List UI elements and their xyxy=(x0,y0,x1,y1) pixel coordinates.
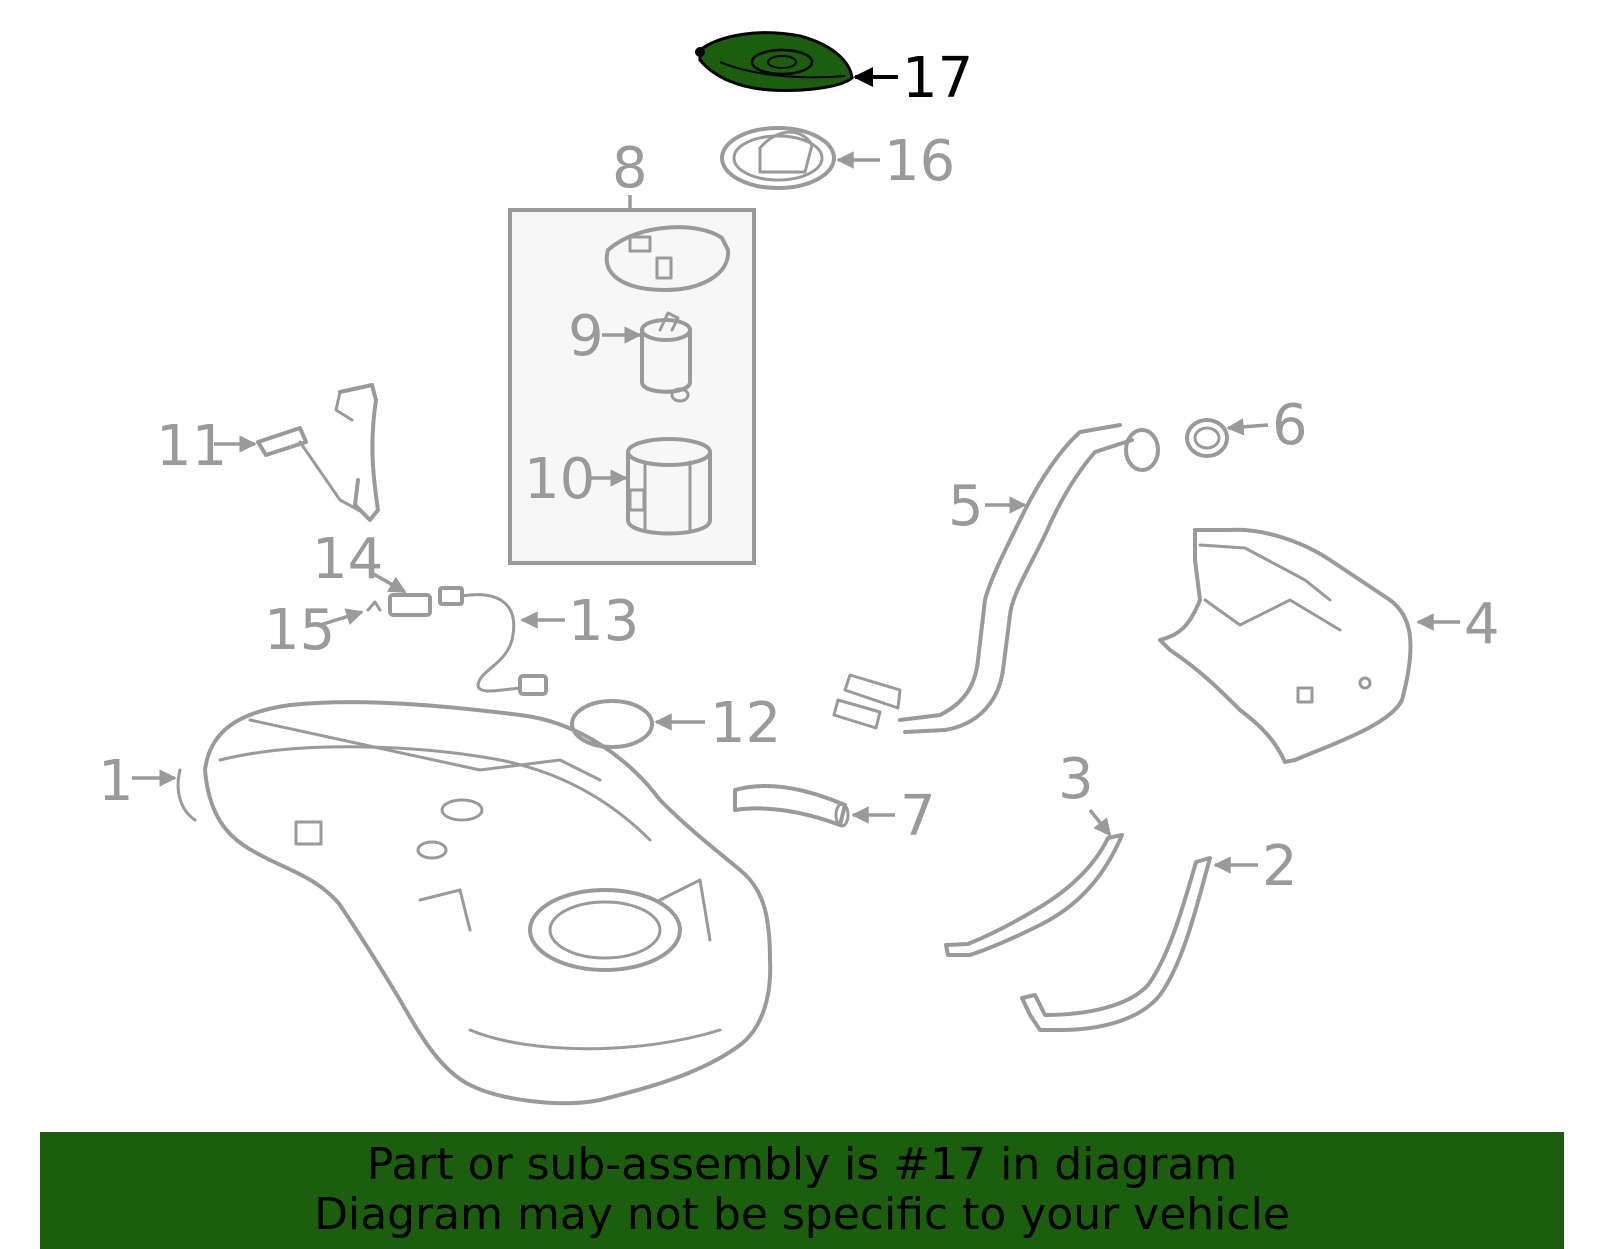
part-7-hose[interactable] xyxy=(733,783,850,828)
part-14-connector[interactable] xyxy=(388,593,432,617)
part-2-tank-strap[interactable] xyxy=(1020,856,1212,1032)
callout-13-label: 13 xyxy=(568,589,639,654)
callout-6-arrow xyxy=(1226,418,1269,436)
part-15-clip[interactable] xyxy=(366,600,382,612)
part-16-lock-ring[interactable] xyxy=(720,126,836,190)
callout-3-label: 3 xyxy=(1058,747,1094,812)
part-17-cover[interactable] xyxy=(695,31,854,92)
callout-5-label: 5 xyxy=(948,474,984,539)
banner-line-2: Diagram may not be specific to your vehi… xyxy=(314,1189,1290,1240)
part-1-fuel-tank[interactable] xyxy=(176,700,773,1106)
part-4-heat-shield[interactable] xyxy=(1158,527,1413,764)
part-5-filler-neck[interactable] xyxy=(832,423,1160,734)
callout-17-label: 17 xyxy=(902,46,973,111)
part-8-pump-flange[interactable] xyxy=(604,225,731,292)
callout-14-label: 14 xyxy=(312,527,383,592)
callout-12-label: 12 xyxy=(710,691,781,756)
info-banner: Part or sub-assembly is #17 in diagram D… xyxy=(40,1132,1564,1249)
part-12-gasket[interactable] xyxy=(570,699,654,749)
callout-15-arrow xyxy=(319,608,364,627)
banner-line-1: Part or sub-assembly is #17 in diagram xyxy=(366,1139,1238,1190)
callout-6-label: 6 xyxy=(1272,393,1308,458)
callout-14-arrow xyxy=(369,570,407,594)
callout-11-label: 11 xyxy=(156,414,227,479)
part-13-harness[interactable] xyxy=(438,586,548,696)
callout-2-label: 2 xyxy=(1262,834,1298,899)
callout-7-label: 7 xyxy=(900,784,936,849)
part-10-pump-reservoir[interactable] xyxy=(626,437,712,536)
part-8-pump-assembly-box[interactable] xyxy=(508,195,756,565)
part-6-fuel-cap[interactable] xyxy=(1185,418,1229,458)
callout-3-arrow xyxy=(1088,808,1112,837)
part-9-fuel-pump[interactable] xyxy=(640,311,692,403)
callout-8-label: 8 xyxy=(612,136,648,201)
part-11-level-sender[interactable] xyxy=(256,383,380,522)
part-3-tank-strap[interactable] xyxy=(944,833,1124,957)
callout-10-label: 10 xyxy=(524,447,595,512)
callout-15-label: 15 xyxy=(264,598,335,663)
callout-1-label: 1 xyxy=(98,749,134,814)
callout-4-label: 4 xyxy=(1464,592,1500,657)
callout-16-label: 16 xyxy=(884,129,955,194)
callout-9-label: 9 xyxy=(568,304,604,369)
